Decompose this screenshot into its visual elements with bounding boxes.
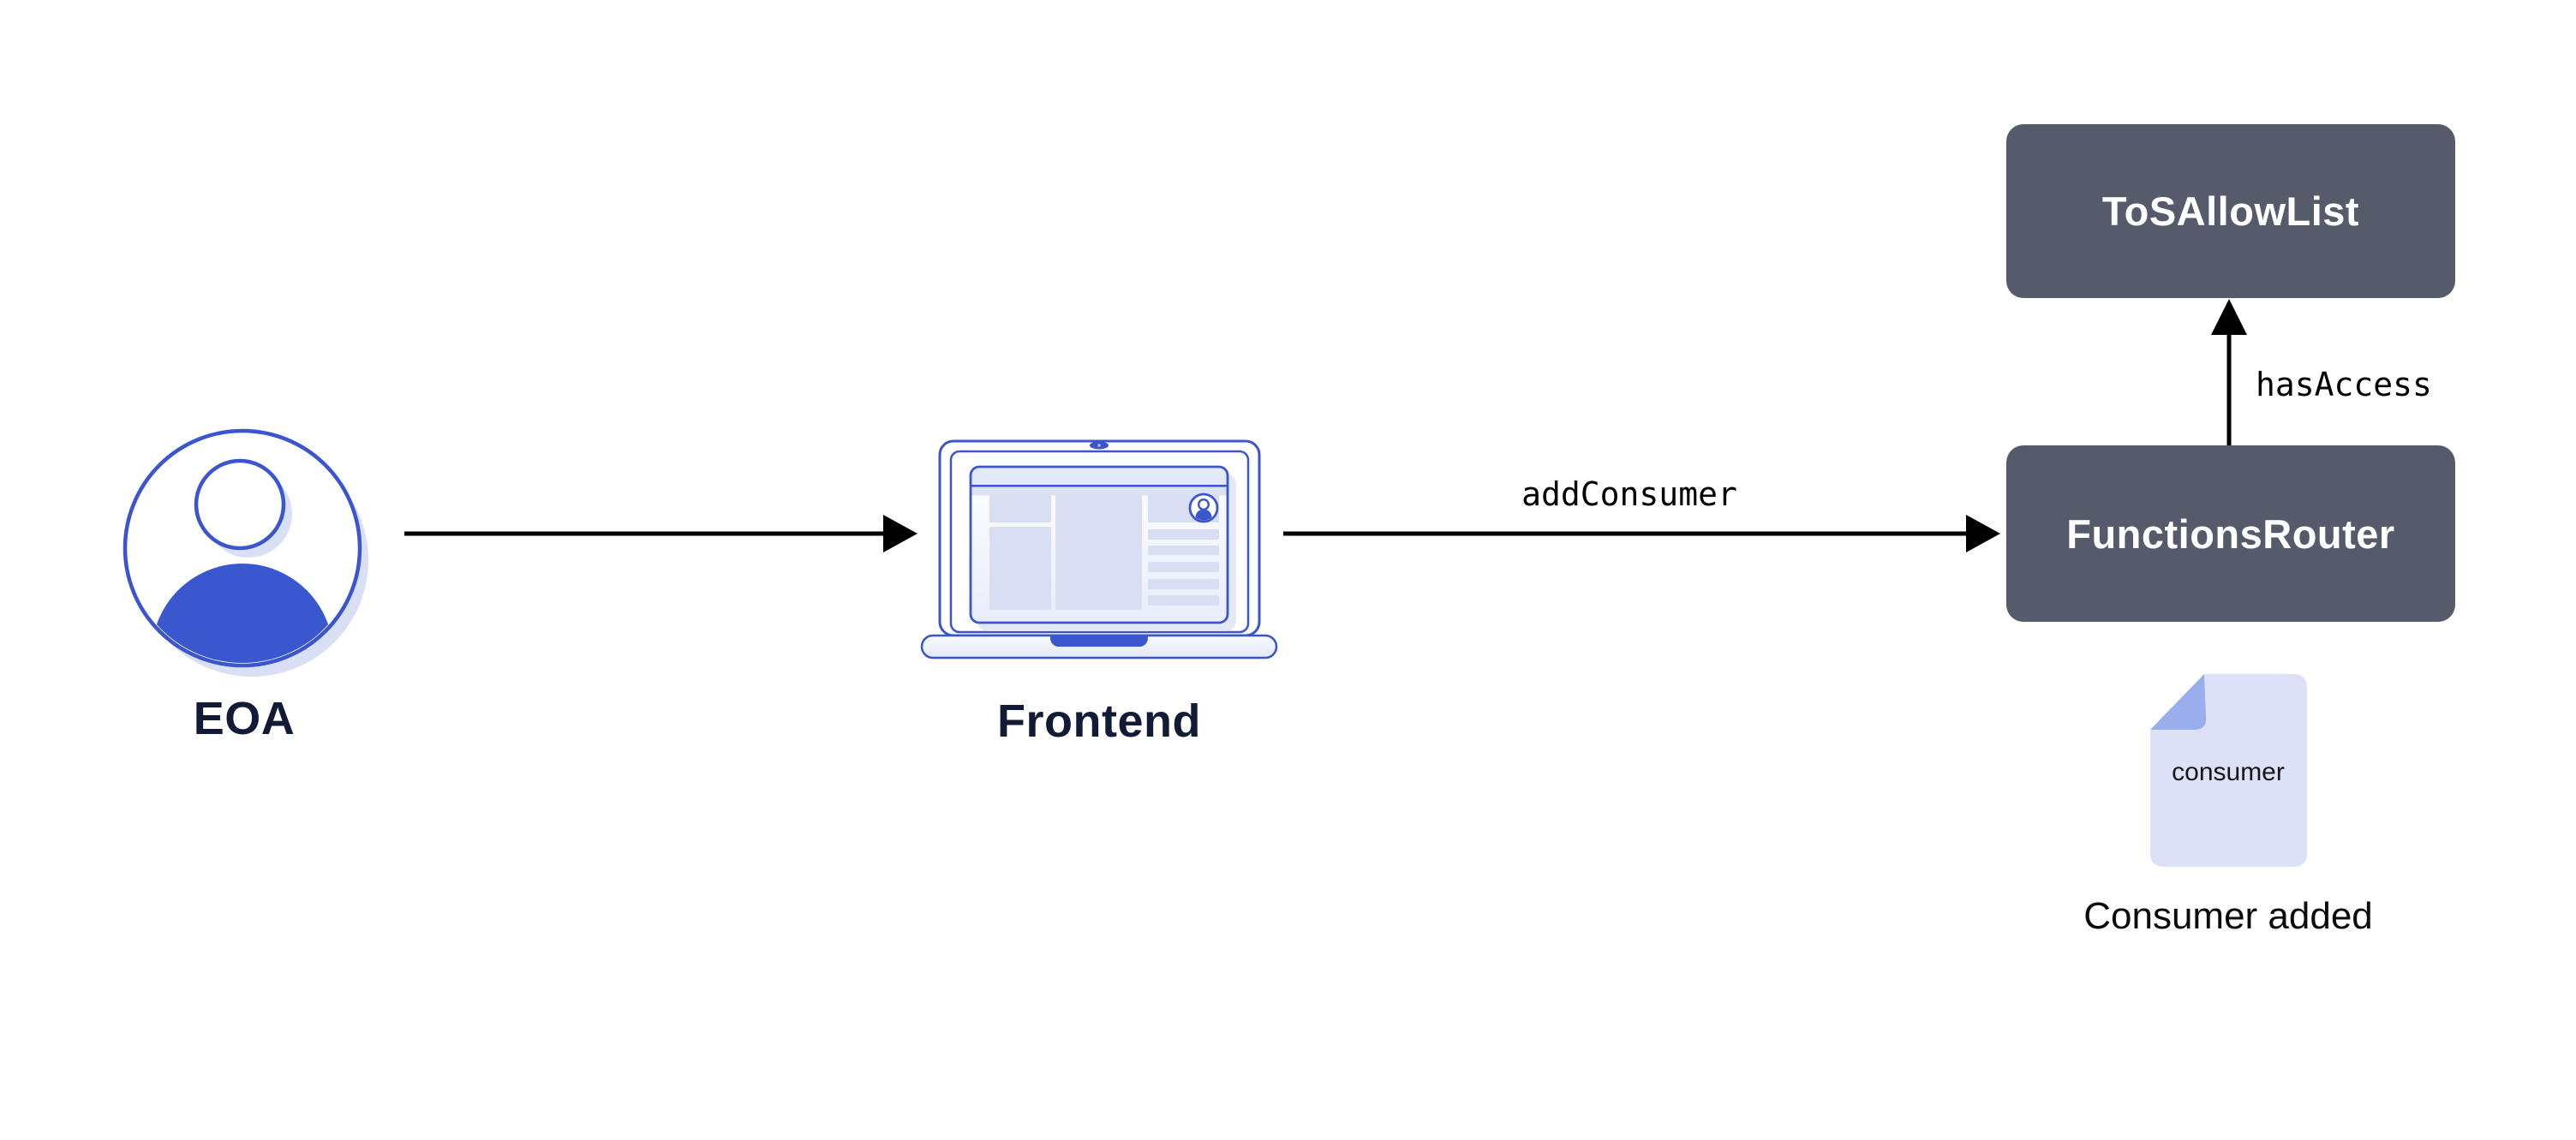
node-functions-router: FunctionsRouter xyxy=(2006,445,2455,622)
browser-window xyxy=(969,465,1236,631)
document-icon xyxy=(2150,674,2307,867)
avatar-head xyxy=(194,458,286,551)
document-fold-corner xyxy=(2150,674,2207,730)
has-access-edge-label: hasAccess xyxy=(2256,366,2432,403)
document-text: consumer xyxy=(2172,758,2285,786)
eoa-label: EOA xyxy=(193,693,296,744)
arrowhead-icon xyxy=(883,515,917,552)
arrowhead-icon xyxy=(2211,299,2247,335)
window-header xyxy=(971,467,1228,486)
functions-router-label: FunctionsRouter xyxy=(2066,510,2395,557)
consumer-added-caption: Consumer added xyxy=(2083,895,2373,937)
user-avatar-icon xyxy=(1188,492,1219,523)
add-consumer-edge-label: addConsumer xyxy=(1521,475,1737,513)
arrow-frontend-to-functionsrouter xyxy=(1283,515,2000,552)
tos-allow-list-label: ToSAllowList xyxy=(2101,188,2360,234)
laptop-icon xyxy=(920,439,1278,660)
node-tos-allow-list: ToSAllowList xyxy=(2006,124,2455,298)
window-content-blocks xyxy=(989,495,1219,610)
arrow-eoa-to-frontend xyxy=(404,515,917,552)
person-avatar-icon xyxy=(123,428,368,677)
frontend-label: Frontend xyxy=(997,695,1201,747)
laptop-notch xyxy=(1050,636,1148,647)
avatar-body xyxy=(152,564,333,663)
arrow-functionsrouter-to-tosallowlist xyxy=(2211,299,2247,445)
arrowhead-icon xyxy=(1966,515,2000,552)
